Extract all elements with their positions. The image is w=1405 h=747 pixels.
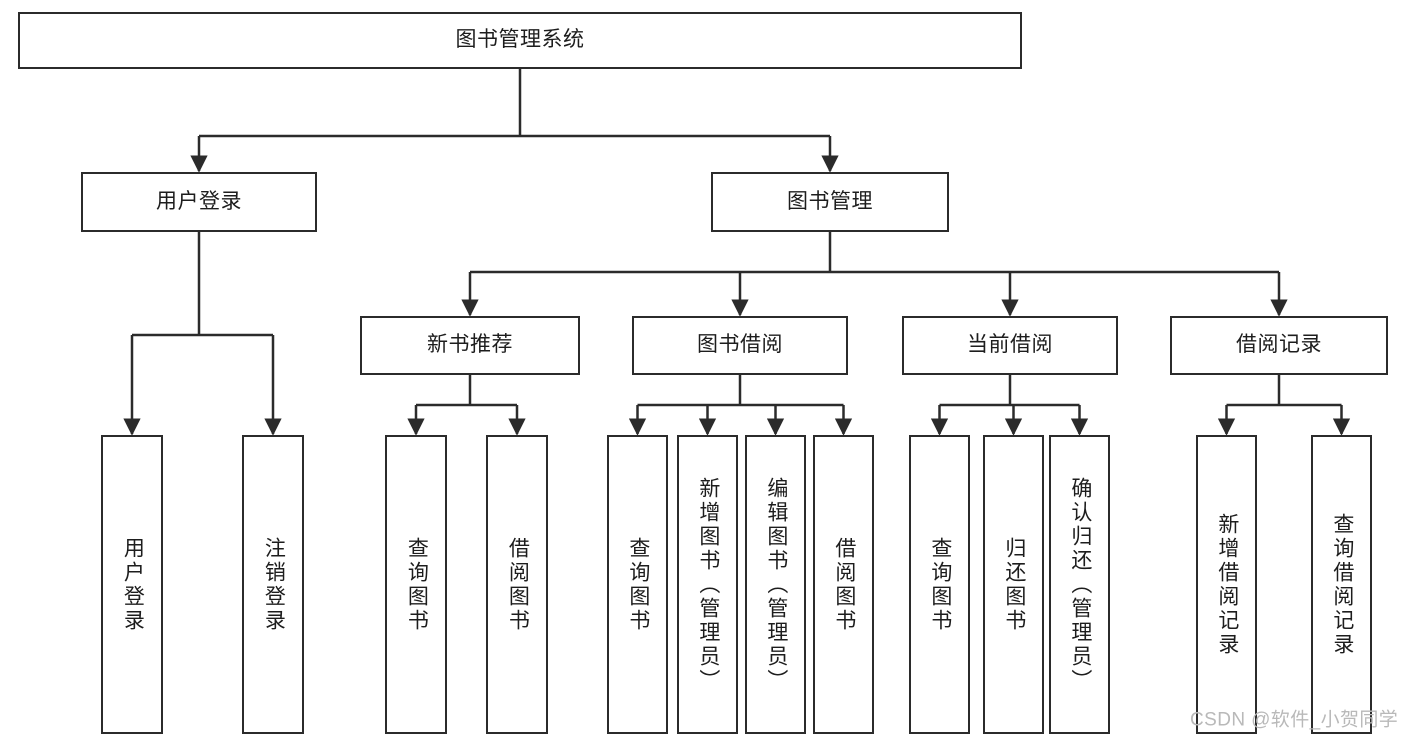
node-records[interactable]: 借阅记录 — [1170, 316, 1388, 375]
node-label: 新书推荐 — [427, 333, 513, 357]
edges-group — [123, 69, 1351, 436]
node-leaf-records-1[interactable]: 新增借阅记录 — [1196, 435, 1257, 734]
node-borrow[interactable]: 图书借阅 — [632, 316, 848, 375]
node-leaf-records-2[interactable]: 查询借阅记录 — [1311, 435, 1372, 734]
node-label: 归还图书 — [1002, 536, 1026, 633]
node-leaf-borrow-4[interactable]: 借阅图书 — [813, 435, 874, 734]
node-label: 新增图书（管理员） — [696, 476, 720, 693]
node-leaf-current-2[interactable]: 归还图书 — [983, 435, 1044, 734]
node-label: 查询图书 — [928, 536, 952, 633]
node-label: 图书借阅 — [697, 333, 783, 357]
node-label: 用户登录 — [121, 536, 145, 633]
node-label: 用户登录 — [156, 189, 242, 213]
node-leaf-newrec-1[interactable]: 查询图书 — [385, 435, 447, 734]
node-label: 新增借阅记录 — [1215, 512, 1239, 657]
node-leaf-borrow-3[interactable]: 编辑图书（管理员） — [745, 435, 806, 734]
node-label: 查询借阅记录 — [1330, 512, 1354, 657]
node-label: 图书管理系统 — [455, 28, 585, 52]
node-leaf-borrow-2[interactable]: 新增图书（管理员） — [677, 435, 738, 734]
node-label: 当前借阅 — [967, 333, 1053, 357]
node-label: 编辑图书（管理员） — [764, 476, 788, 693]
node-leaf-current-3[interactable]: 确认归还（管理员） — [1049, 435, 1110, 734]
node-leaf-login-2[interactable]: 注销登录 — [242, 435, 304, 734]
node-label: 借阅记录 — [1236, 333, 1322, 357]
node-label: 查询图书 — [405, 536, 429, 633]
node-leaf-borrow-1[interactable]: 查询图书 — [607, 435, 668, 734]
node-leaf-current-1[interactable]: 查询图书 — [909, 435, 970, 734]
node-label: 查询图书 — [626, 536, 650, 633]
node-bookmgmt[interactable]: 图书管理 — [711, 172, 949, 232]
node-label: 借阅图书 — [506, 536, 530, 633]
node-label: 注销登录 — [262, 536, 286, 633]
node-leaf-newrec-2[interactable]: 借阅图书 — [486, 435, 548, 734]
node-newrec[interactable]: 新书推荐 — [360, 316, 580, 375]
node-label: 借阅图书 — [832, 536, 856, 633]
node-label: 确认归还（管理员） — [1068, 476, 1092, 693]
node-label: 图书管理 — [787, 189, 873, 213]
node-login[interactable]: 用户登录 — [81, 172, 317, 232]
node-leaf-login-1[interactable]: 用户登录 — [101, 435, 163, 734]
node-current[interactable]: 当前借阅 — [902, 316, 1118, 375]
node-root[interactable]: 图书管理系统 — [18, 12, 1022, 69]
